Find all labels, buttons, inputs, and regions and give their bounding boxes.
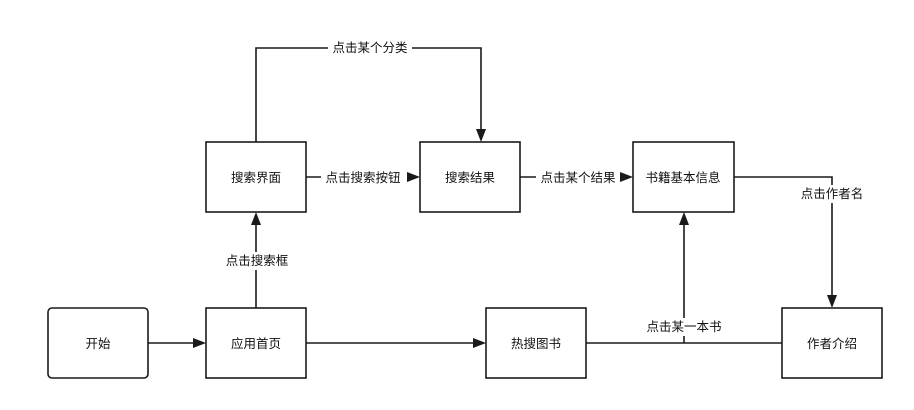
label-click-search-button: 点击搜索按钮 xyxy=(321,168,407,186)
arrowhead-search-results-left xyxy=(407,172,420,182)
edge-book-info-to-author xyxy=(734,176,833,298)
label-click-search-button-text: 点击搜索按钮 xyxy=(325,170,400,185)
label-click-a-result: 点击某个结果 xyxy=(536,168,620,186)
arrowhead-book-info-bottom xyxy=(679,212,689,225)
label-click-a-book: 点击某一本书 xyxy=(642,318,726,336)
arrowhead-search-results-top xyxy=(476,129,486,142)
node-search-results: 搜索结果 xyxy=(419,141,521,213)
label-click-a-book-text: 点击某一本书 xyxy=(646,319,721,334)
node-hot-books: 热搜图书 xyxy=(485,307,587,379)
label-click-author-name-text: 点击作者名 xyxy=(801,186,864,201)
arrowhead-hot-books-left xyxy=(473,338,486,348)
node-author-intro-label: 作者介绍 xyxy=(807,336,857,351)
arrowhead-search-page-bottom xyxy=(251,212,261,225)
node-book-info-label: 书籍基本信息 xyxy=(645,170,720,185)
label-click-author-name: 点击作者名 xyxy=(797,185,867,203)
arrowhead-home-left xyxy=(193,338,206,348)
node-book-info: 书籍基本信息 xyxy=(632,141,735,213)
arrowhead-author-top xyxy=(827,295,837,308)
label-click-a-result-text: 点击某个结果 xyxy=(540,170,616,185)
node-hot-books-label: 热搜图书 xyxy=(511,336,561,351)
arrowhead-book-info-left xyxy=(620,172,633,182)
label-click-category-text: 点击某个分类 xyxy=(332,40,408,55)
node-search-page: 搜索界面 xyxy=(205,141,307,213)
node-home-label: 应用首页 xyxy=(231,336,281,351)
node-author-intro: 作者介绍 xyxy=(781,307,883,379)
node-search-results-label: 搜索结果 xyxy=(445,170,496,185)
node-start: 开始 xyxy=(47,307,149,379)
node-start-label: 开始 xyxy=(85,336,111,351)
label-click-search-box-text: 点击搜索框 xyxy=(226,253,289,268)
edge-category-loop xyxy=(255,47,482,142)
node-home: 应用首页 xyxy=(205,307,307,379)
label-click-category: 点击某个分类 xyxy=(328,39,412,57)
node-search-page-label: 搜索界面 xyxy=(231,170,281,185)
label-click-search-box: 点击搜索框 xyxy=(222,252,292,270)
